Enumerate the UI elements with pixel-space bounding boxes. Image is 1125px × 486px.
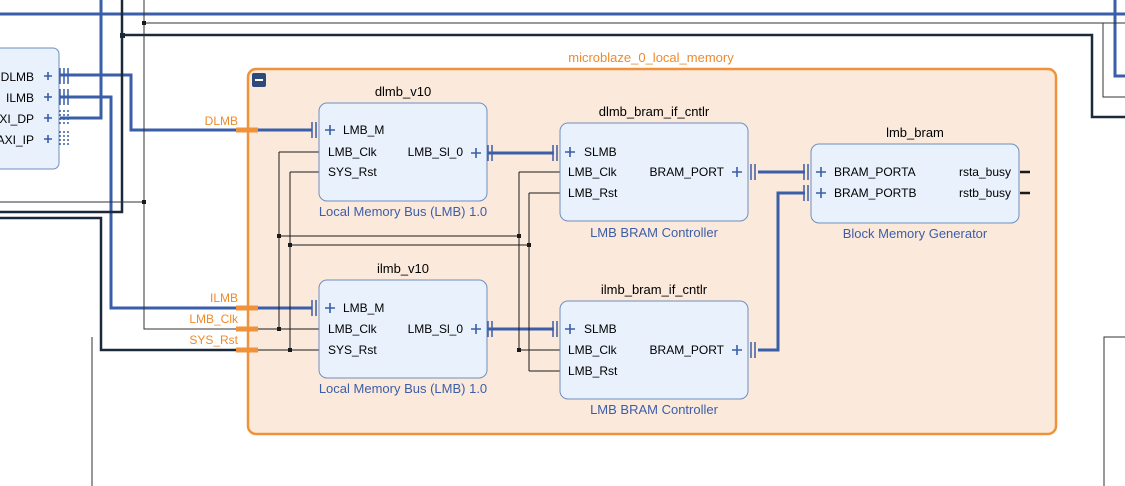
port-label: LMB_Rst	[568, 186, 618, 200]
block-title: ilmb_bram_if_cntlr	[601, 282, 708, 297]
bus-connector-icon	[311, 300, 317, 316]
bus-connector-icon	[487, 321, 493, 337]
external-nets	[0, 0, 1125, 352]
bus-connector-icon	[59, 68, 69, 105]
port-label: LMB_Rst	[568, 364, 618, 378]
port-label: SLMB	[584, 145, 617, 159]
collapse-icon[interactable]	[252, 73, 266, 87]
block-lmb-bram[interactable]: lmb_bram BRAM_PORTA BRAM_PORTB rsta_busy…	[803, 125, 1020, 241]
block-subtitle: Local Memory Bus (LMB) 1.0	[319, 204, 487, 219]
port-label: LMB_Clk	[328, 322, 378, 336]
port-label: LMB_Clk	[568, 165, 618, 179]
port-label: LMB_M	[343, 123, 384, 137]
plus-icon[interactable]	[565, 147, 575, 157]
mb-port-ip-label: AXI_IP	[0, 133, 34, 147]
block-title: dlmb_bram_if_cntlr	[599, 104, 710, 119]
block-subtitle: LMB BRAM Controller	[590, 225, 719, 240]
plus-icon[interactable]	[565, 324, 575, 334]
hier-pin-dlmb-label: DLMB	[205, 114, 238, 128]
plus-icon[interactable]	[732, 345, 742, 355]
port-label: LMB_Clk	[568, 343, 618, 357]
plus-icon[interactable]	[471, 148, 481, 158]
plus-icon[interactable]	[325, 125, 335, 135]
internal-nets	[258, 128, 1030, 372]
hierarchy-title: microblaze_0_local_memory	[568, 50, 734, 65]
bus-connector-icon	[750, 164, 756, 180]
plus-icon[interactable]	[471, 324, 481, 334]
bus-connector-icon	[750, 342, 756, 358]
hier-pin-ilmb-label: ILMB	[210, 291, 238, 305]
port-label: rstb_busy	[959, 186, 1011, 200]
bus-connector-icon	[552, 321, 558, 337]
port-label: LMB_Clk	[328, 145, 378, 159]
block-dlmb-v10[interactable]: dlmb_v10 LMB_M LMB_Clk SYS_Rst LMB_Sl_0 …	[311, 84, 493, 219]
plus-icon[interactable]	[732, 167, 742, 177]
bus-connector-icon	[311, 122, 317, 138]
port-label: BRAM_PORTA	[834, 165, 916, 179]
hier-pin-lmbclk-label: LMB_Clk	[189, 312, 239, 326]
block-title: lmb_bram	[886, 125, 944, 140]
block-title: dlmb_v10	[375, 84, 431, 99]
port-label: BRAM_PORTB	[834, 186, 916, 200]
port-label: LMB_M	[343, 301, 384, 315]
port-label: LMB_Sl_0	[408, 322, 464, 336]
plus-icon[interactable]	[325, 303, 335, 313]
port-label: SYS_Rst	[328, 165, 377, 179]
port-label: SLMB	[584, 322, 617, 336]
block-subtitle: Block Memory Generator	[843, 226, 988, 241]
port-label: SYS_Rst	[328, 343, 377, 357]
block-subtitle: Local Memory Bus (LMB) 1.0	[319, 381, 487, 396]
block-subtitle: LMB BRAM Controller	[590, 402, 719, 417]
plus-icon[interactable]	[44, 72, 52, 143]
hier-pin-sysrst-label: SYS_Rst	[189, 333, 238, 347]
block-ilmb-bram-if-cntlr[interactable]: ilmb_bram_if_cntlr SLMB LMB_Clk LMB_Rst …	[552, 282, 756, 417]
block-title: ilmb_v10	[377, 261, 429, 276]
right-block-outline	[1103, 336, 1125, 486]
bus-connector-unconnected-icon	[59, 110, 69, 147]
mb-port-dlmb-label: DLMB	[1, 70, 34, 84]
port-label: rsta_busy	[959, 165, 1011, 179]
port-label: LMB_Sl_0	[408, 145, 464, 159]
port-label: BRAM_PORT	[650, 343, 725, 357]
microblaze-block[interactable]: DLMB ILMB XI_DP AXI_IP	[0, 47, 69, 170]
block-dlmb-bram-if-cntlr[interactable]: dlmb_bram_if_cntlr SLMB LMB_Clk LMB_Rst …	[552, 104, 756, 240]
plus-icon[interactable]	[816, 167, 826, 198]
bus-connector-icon	[487, 145, 493, 161]
port-label: BRAM_PORT	[650, 165, 725, 179]
hier-pin-stubs	[236, 127, 258, 353]
bus-connector-icon	[552, 145, 558, 161]
mb-port-ilmb-label: ILMB	[6, 91, 34, 105]
bus-connector-icon	[803, 164, 809, 201]
mb-port-dp-label: XI_DP	[0, 112, 34, 126]
block-ilmb-v10[interactable]: ilmb_v10 LMB_M LMB_Clk SYS_Rst LMB_Sl_0 …	[311, 261, 493, 396]
